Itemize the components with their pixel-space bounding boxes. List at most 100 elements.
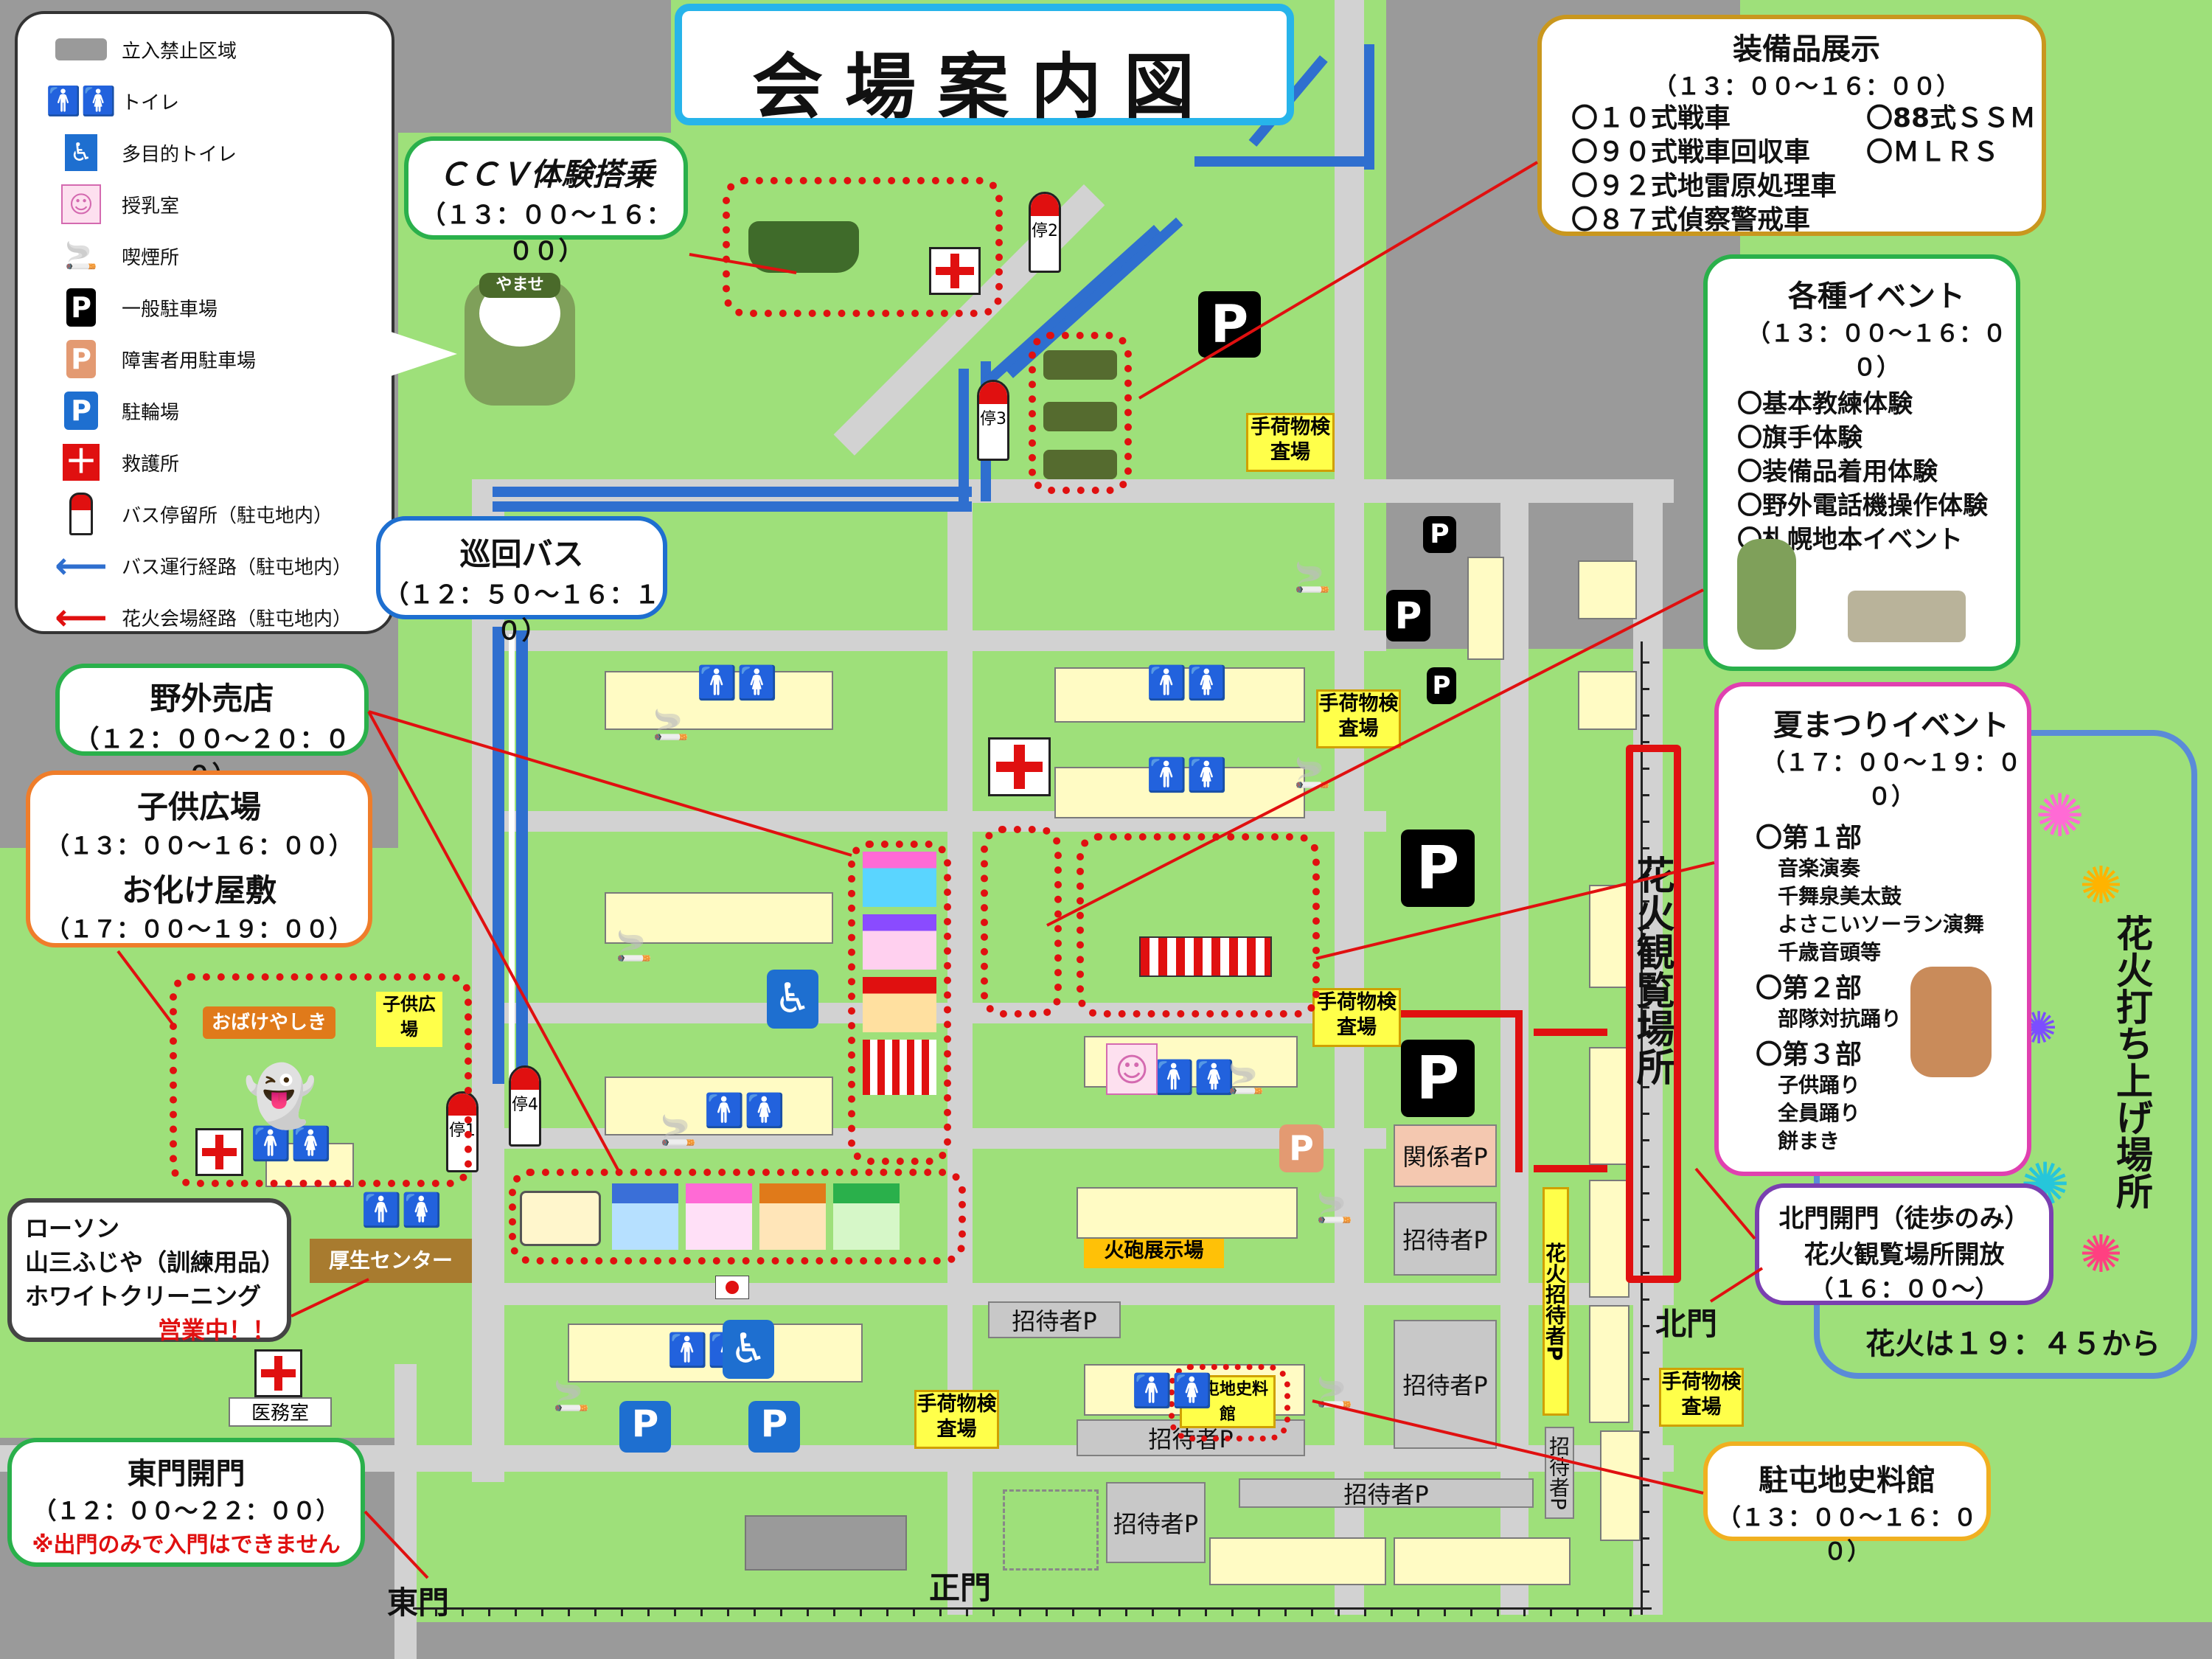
north-gate-time: （１６：００～）: [1809, 1275, 1999, 1303]
fireworks-view-label: 花火観覧場所: [1630, 855, 1674, 1085]
legend-label: 多目的トイレ: [122, 143, 237, 166]
kids-time: （１３：００～１６：００）: [45, 832, 352, 860]
building: [1394, 1537, 1571, 1585]
summer-item: 子供踊り: [1778, 1073, 1861, 1097]
legend-label: 喫煙所: [122, 246, 180, 269]
guest-parking: 招待者P: [1106, 1482, 1206, 1563]
smoking-icon: 🚬: [660, 1114, 697, 1148]
restricted-area-south: [0, 1622, 2212, 1659]
radio-equipment-icon: [1848, 591, 1966, 642]
lawson-line2: 山三ふじや（訓練用品）: [25, 1248, 285, 1276]
gate-shelter: [1003, 1489, 1099, 1571]
parking-icon: P: [1423, 516, 1456, 553]
events-area: [981, 826, 1062, 1018]
toilet-icon: 🚹🚺: [361, 1192, 442, 1229]
legend-item: 🚬喫煙所: [41, 230, 380, 282]
ccv-time: （１３：００～１６：００）: [420, 201, 672, 266]
legend-label: 花火会場経路（駐屯地内）: [122, 608, 352, 630]
bus-route: [1364, 44, 1374, 170]
building: [1600, 1430, 1641, 1541]
building: [605, 671, 833, 730]
bus-stop-icon: [41, 493, 122, 535]
legend-item: 🚹🚺トイレ: [41, 75, 380, 127]
ghost-house-title: お化け屋敷: [121, 872, 276, 908]
first-aid-icon: [195, 1128, 243, 1176]
north-gate-sub: 花火観覧場所開放: [1804, 1240, 2005, 1270]
fence-line-vertical: [1641, 641, 1649, 1615]
summer-part2: 〇第２部: [1756, 973, 1863, 1004]
mascot-cap-label: やませ: [479, 273, 560, 298]
equipment-item: 〇88式ＳＳＭ: [1866, 103, 2037, 133]
east-gate-note: ※出門のみで入門はできません: [32, 1532, 341, 1558]
stalls-area-vertical: [848, 841, 951, 1165]
museum-callout: 駐屯地史料館 （１３：００～１６：００）: [1703, 1441, 1991, 1565]
events-item: 〇旗手体験: [1737, 423, 1863, 453]
pointer-line: [689, 253, 797, 274]
smoking-icon: 🚬: [653, 709, 689, 742]
ghost-house-time: （１７：００～１９：００）: [45, 915, 352, 943]
stalls-title: 野外売店: [150, 681, 274, 717]
pointer-line: [1709, 1267, 1764, 1303]
tank-icon: [1043, 402, 1117, 431]
ccv-area: [723, 177, 1003, 317]
stall-icon: [863, 914, 936, 970]
red-arrow-icon: ⟵: [55, 596, 108, 639]
restricted-area-mid: [398, 0, 671, 133]
stalls-time: （１２：００～２０：００）: [74, 725, 350, 790]
bus-callout: 巡回バス （１２：５０～１６：１０）: [376, 516, 667, 646]
bus-stop-icon: 停1: [446, 1091, 479, 1172]
summer-item: 全員踊り: [1778, 1101, 1861, 1125]
bus-route: [493, 501, 972, 512]
restricted-area-swatch: [41, 38, 122, 60]
building: [1578, 671, 1637, 730]
legend-item: ♿多目的トイレ: [41, 127, 380, 178]
toilet-icon: 🚹🚺: [704, 1092, 785, 1130]
smoking-icon: 🚬: [1316, 1192, 1353, 1225]
pointer-line: [364, 1510, 429, 1579]
east-gate-label: 東門: [387, 1585, 450, 1621]
summer-item: よさこいソーラン演舞: [1778, 912, 1985, 936]
toilet-icon: 🚹🚺: [1147, 757, 1228, 794]
building: [1077, 1187, 1298, 1239]
drummer-icon: [1910, 967, 1992, 1077]
stall-icon: [759, 1183, 826, 1250]
museum-title: 駐屯地史料館: [1759, 1464, 1935, 1498]
bus-route: [1194, 156, 1371, 167]
bus-stop-icon: 停3: [977, 380, 1009, 461]
legend-label: 一般駐車場: [122, 298, 218, 321]
legend-item: 立入禁止区域: [41, 24, 380, 75]
summer-callout: 夏まつりイベント （１７：００～１９：００） 〇第１部 音楽演奏 千舞泉美太鼓 …: [1714, 682, 2031, 1176]
summer-item: 餅まき: [1778, 1129, 1840, 1153]
legend-label: 立入禁止区域: [122, 40, 237, 63]
building: [568, 1324, 863, 1382]
legend-item: ☺授乳室: [41, 178, 380, 230]
stalls-area-horizontal: [509, 1169, 966, 1265]
baggage-check: 手荷物検査場: [914, 1390, 999, 1449]
parking-icon: P: [1386, 590, 1430, 641]
parking-icon: P: [1427, 667, 1456, 704]
museum-label: 駐屯地史料館: [1180, 1375, 1276, 1428]
page-title: 会場案内図: [752, 46, 1217, 128]
nursing-room-icon: ☺: [41, 184, 122, 224]
legend-label: バス停留所（駐屯地内）: [122, 504, 333, 527]
legend-label: バス運行経路（駐屯地内）: [122, 556, 352, 579]
medical-room: 医務室: [229, 1397, 332, 1427]
bus-stop-icon: 停2: [1029, 192, 1061, 273]
equipment-callout: 装備品展示 （１３：００～１６：００） 〇１０式戦車 〇９０式戦車回収車 〇９２…: [1537, 15, 2046, 236]
guest-parking: 招待者P: [1394, 1202, 1497, 1276]
artillery-display: 火砲展示場: [1084, 1239, 1224, 1268]
ghost-house-label: おばけやしき: [203, 1006, 335, 1039]
stall-icon: [863, 1040, 936, 1095]
legend-item: ⟵ 花火会場経路（駐屯地内）: [41, 591, 380, 643]
ccv-callout: ＣＣＶ体験搭乗 （１３：００～１６：００）: [404, 136, 688, 266]
guest-parking: 招待者P: [1394, 1320, 1497, 1449]
kids-callout: 子供広場 （１３：００～１６：００） お化け屋敷 （１７：００～１９：００）: [26, 771, 372, 947]
bicycle-parking-icon: P: [748, 1401, 800, 1453]
legend-item: ＋救護所: [41, 437, 380, 488]
bus-route: [509, 634, 515, 1084]
festival-stage-icon: [1139, 936, 1272, 977]
summer-item: 部隊対抗踊り: [1778, 1006, 1902, 1031]
